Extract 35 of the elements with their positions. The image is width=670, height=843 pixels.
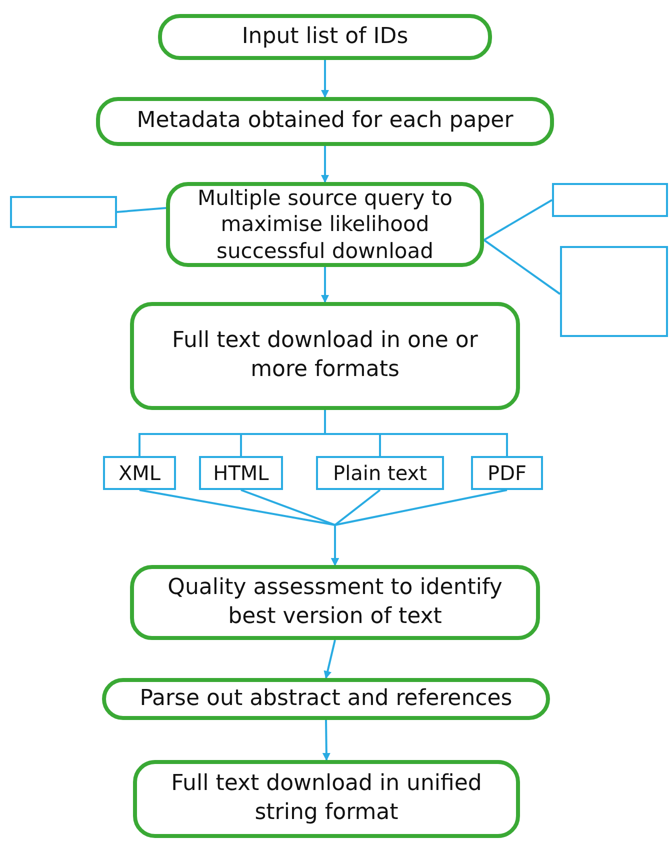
arrow	[321, 267, 329, 303]
connector-line	[483, 239, 561, 295]
arrow	[324, 640, 336, 679]
node-label: PDF	[488, 461, 526, 485]
node-label: XML	[118, 461, 161, 485]
source-box	[560, 246, 668, 337]
node-label: Full text download in one or more formats	[171, 327, 479, 384]
node-label: Multiple source query to maximise likelihood successful download	[196, 185, 454, 264]
connector-line	[484, 199, 552, 241]
node-label: Input list of IDs	[242, 22, 408, 51]
arrow	[331, 489, 508, 566]
process-box	[130, 302, 520, 410]
source-box	[471, 456, 543, 490]
process-box	[102, 678, 550, 720]
node-label: Full text download in unified string format	[170, 770, 483, 827]
source-box	[10, 196, 117, 228]
process-box	[158, 14, 492, 60]
node-label: Metadata obtained for each paper	[136, 107, 514, 136]
arrow	[322, 720, 330, 761]
source-box	[552, 183, 668, 217]
source-box	[199, 456, 283, 490]
node-label: HTML	[213, 461, 269, 485]
process-box	[166, 182, 484, 267]
process-box	[133, 760, 520, 838]
source-box	[316, 456, 444, 490]
process-box	[96, 97, 554, 146]
arrow	[321, 60, 329, 98]
node-label: Plain text	[333, 461, 427, 485]
arrow	[321, 146, 329, 183]
process-box	[130, 565, 540, 640]
node-label: Quality assessment to identify best version of text	[166, 574, 504, 630]
node-label: Parse out abstract and references	[140, 684, 512, 713]
connector-line	[116, 207, 166, 213]
source-box	[103, 456, 176, 490]
connector-line	[324, 410, 508, 456]
